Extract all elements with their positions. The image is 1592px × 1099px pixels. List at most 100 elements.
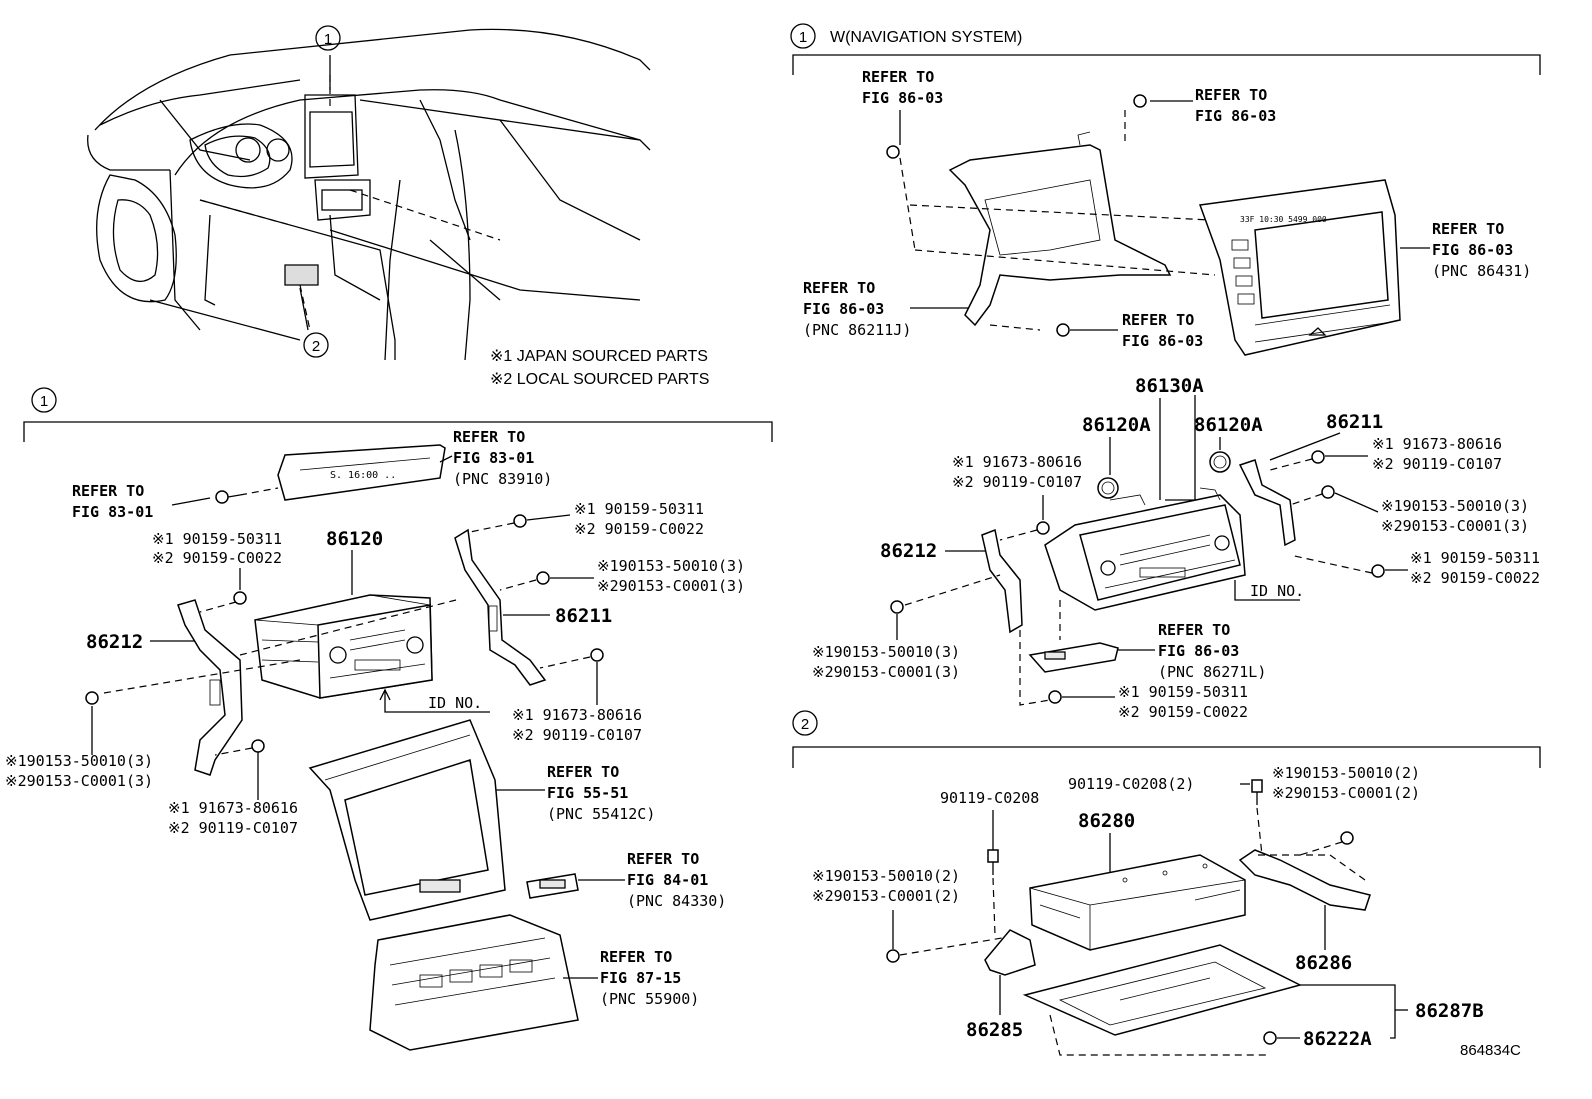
part-number-86130A: 86130A	[1135, 375, 1204, 397]
screw-icon	[1371, 564, 1385, 578]
bolt-icon	[85, 691, 99, 705]
legend-japan-sourced: ※1 JAPAN SOURCED PARTS	[490, 348, 708, 365]
svg-text:※1 90159-50311: ※1 90159-50311	[574, 500, 704, 518]
svg-text:REFER TO: REFER TO	[627, 850, 699, 868]
refer-fig8301-screw: REFER TO FIG 83-01	[72, 482, 279, 521]
svg-text:(PNC 55900): (PNC 55900)	[600, 990, 699, 1008]
svg-text:REFER TO: REFER TO	[453, 428, 525, 446]
svg-text:2: 2	[801, 716, 809, 733]
nav-audio-unit-86130A	[1044, 487, 1246, 611]
screw-icon	[513, 514, 527, 528]
svg-text:1: 1	[799, 29, 807, 46]
svg-text:※190153-50010(3): ※190153-50010(3)	[597, 557, 745, 575]
sec2-bolt-single: 90119-C0208	[940, 789, 1039, 936]
knob-icon	[1097, 477, 1119, 499]
part-number-86222A: 86222A	[1303, 1028, 1372, 1050]
svg-text:(PNC 86211J): (PNC 86211J)	[803, 321, 911, 339]
screw-icon	[590, 648, 604, 662]
nav-bolt-label-d: ※1 90159-50311 ※2 90159-C0022	[1289, 549, 1540, 587]
bolt-label-left-e: ※190153-50010(3) ※290153-C0001(3)	[597, 557, 745, 595]
svg-text:※1 91673-80616: ※1 91673-80616	[1372, 435, 1502, 453]
nav-refer-topleft: REFER TO FIG 86-03	[862, 68, 943, 251]
nav-bolt-label-a: ※1 91673-80616 ※2 90119-C0107	[952, 453, 1082, 541]
bracket-86211-left	[454, 528, 547, 686]
section-bracket-2	[792, 746, 1541, 768]
screw-icon	[1036, 521, 1050, 535]
svg-text:FIG 86-03: FIG 86-03	[1158, 642, 1239, 660]
svg-text:REFER TO: REFER TO	[1195, 86, 1267, 104]
svg-text:(PNC 55412C): (PNC 55412C)	[547, 805, 655, 823]
part-number-86212-nav: 86212	[880, 540, 937, 562]
nav-module-86271L	[1028, 642, 1119, 673]
nav-bolt-label-c: ※190153-50010(3) ※290153-C0001(3)	[1289, 485, 1529, 535]
svg-text:2: 2	[312, 338, 320, 355]
svg-text:※2 90119-C0107: ※2 90119-C0107	[168, 819, 298, 837]
nav-section-heading: W(NAVIGATION SYSTEM)	[830, 29, 1022, 46]
bolt-label-left-a: ※1 90159-50311 ※2 90159-C0022	[152, 530, 282, 613]
part-number-86212-left: 86212	[86, 631, 143, 653]
part-number-86120A-1: 86120A	[1082, 414, 1151, 436]
svg-text:FIG 83-01: FIG 83-01	[72, 503, 153, 521]
svg-text:(PNC 86431): (PNC 86431)	[1432, 262, 1531, 280]
svg-text:※2 90119-C0107: ※2 90119-C0107	[512, 726, 642, 744]
screw-icon	[1056, 323, 1070, 337]
clock-display-unit: S. 16:00 ..	[277, 444, 446, 501]
svg-text:REFER TO: REFER TO	[1122, 311, 1194, 329]
svg-text:※290153-C0001(3): ※290153-C0001(3)	[812, 663, 960, 681]
center-panel-bezel	[308, 719, 506, 921]
svg-text:※190153-50010(2): ※190153-50010(2)	[812, 867, 960, 885]
svg-text:※290153-C0001(3): ※290153-C0001(3)	[1381, 517, 1529, 535]
svg-text:FIG 86-03: FIG 86-03	[1122, 332, 1203, 350]
refer-fig8301-pnc83910: REFER TO FIG 83-01 (PNC 83910)	[439, 428, 552, 488]
svg-text:REFER TO: REFER TO	[547, 763, 619, 781]
nav-bolt-label-e: ※190153-50010(3) ※290153-C0001(3)	[812, 600, 960, 681]
part-number-86211-nav: 86211	[1326, 411, 1383, 433]
nav-refer-right: REFER TO FIG 86-03 (PNC 86431)	[1400, 220, 1531, 280]
svg-text:※2 90159-C0022: ※2 90159-C0022	[152, 549, 282, 567]
section-bracket-nav	[792, 54, 1541, 75]
part-number-86287B: 86287B	[1415, 1000, 1484, 1022]
bracket-86285	[984, 929, 1036, 976]
svg-text:※190153-50010(3): ※190153-50010(3)	[5, 752, 153, 770]
bolt-icon	[987, 849, 999, 875]
svg-text:※1 90159-50311: ※1 90159-50311	[152, 530, 282, 548]
svg-text:※2 90119-C0107: ※2 90119-C0107	[952, 473, 1082, 491]
svg-text:REFER TO: REFER TO	[600, 948, 672, 966]
svg-text:REFER TO: REFER TO	[72, 482, 144, 500]
bolt-label-left-f: ※1 91673-80616 ※2 90119-C0107	[512, 706, 642, 744]
bolt-icon	[886, 949, 900, 963]
svg-text:※290153-C0001(2): ※290153-C0001(2)	[812, 887, 960, 905]
svg-text:90119-C0208: 90119-C0208	[940, 789, 1039, 807]
audio-head-unit-86120	[254, 594, 433, 699]
screw-icon	[886, 145, 900, 159]
svg-text:FIG 83-01: FIG 83-01	[453, 449, 534, 467]
bolt-icon	[536, 571, 550, 585]
navigation-display-86431: 33F 10:30 5499 000	[1198, 179, 1401, 356]
svg-text:1: 1	[40, 393, 48, 410]
bracket-86212-nav	[981, 528, 1023, 634]
bolt-label-left-c: ※190153-50010(3) ※290153-C0001(3)	[5, 752, 153, 790]
nav-bolt-label-f: ※1 90159-50311 ※2 90159-C0022	[1048, 683, 1248, 721]
callout-circle-2-right: 2	[792, 710, 818, 736]
screw-icon	[1311, 450, 1325, 464]
part-number-86211-left: 86211	[555, 605, 612, 627]
switch-84330	[526, 873, 579, 899]
screw-icon	[215, 490, 241, 504]
svg-text:FIG 86-03: FIG 86-03	[1195, 107, 1276, 125]
screw-icon	[1048, 690, 1062, 704]
svg-text:※290153-C0001(3): ※290153-C0001(3)	[5, 772, 153, 790]
nav-refer-left: REFER TO FIG 86-03 (PNC 86211J)	[803, 279, 968, 339]
module-86280	[1029, 854, 1246, 951]
svg-text:FIG 86-03: FIG 86-03	[862, 89, 943, 107]
knob-icon	[1209, 451, 1231, 473]
bolt-icon	[1251, 779, 1263, 805]
svg-text:※2 90159-C0022: ※2 90159-C0022	[1118, 703, 1248, 721]
svg-text:※1 91673-80616: ※1 91673-80616	[512, 706, 642, 724]
svg-text:90119-C0208(2): 90119-C0208(2)	[1068, 775, 1194, 793]
section-bracket-left	[23, 421, 773, 442]
nav-refer-bottom: REFER TO FIG 86-03 (PNC 86271L)	[1118, 621, 1266, 681]
svg-text:(PNC 84330): (PNC 84330)	[627, 892, 726, 910]
svg-text:33F 10:30 5499 000: 33F 10:30 5499 000	[1240, 215, 1327, 224]
refer-fig8715: REFER TO FIG 87-15 (PNC 55900)	[563, 948, 699, 1008]
svg-text:※190153-50010(2): ※190153-50010(2)	[1272, 764, 1420, 782]
